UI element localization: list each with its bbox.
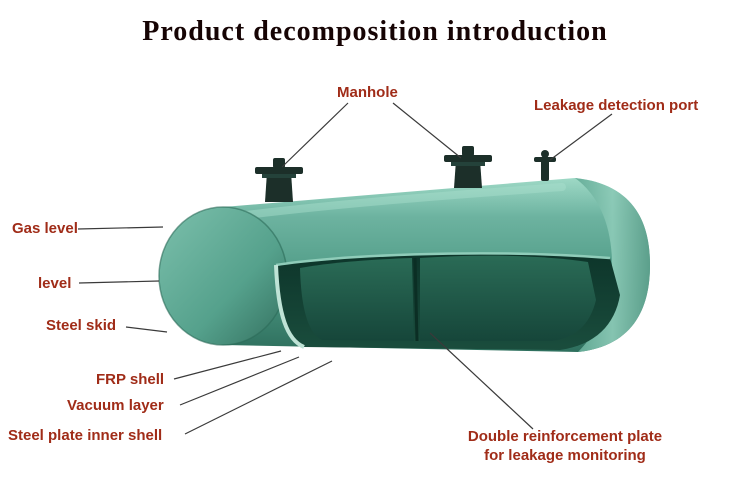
label-steel-plate-inner-shell: Steel plate inner shell [8, 427, 163, 444]
frp-shell-cut-edge [274, 264, 305, 349]
manhole-nozzle-right [444, 146, 492, 188]
leader-vacuum-layer [179, 356, 300, 406]
inner-shell-panel [420, 255, 596, 341]
label-frp-shell: FRP shell [96, 371, 165, 388]
inner-shell-divider [413, 257, 419, 342]
leader-gas-level [77, 226, 164, 230]
label-gas-level: Gas level [12, 220, 78, 237]
label-manhole: Manhole [337, 84, 398, 101]
label-leakage-detection-port: Leakage detection port [534, 97, 699, 114]
label-steel-skid: Steel skid [46, 317, 117, 334]
inner-shell-panel [300, 258, 414, 341]
leader-manhole-right [392, 102, 462, 159]
tank-cutaway [274, 252, 620, 350]
tank-right-dome [575, 178, 650, 352]
leader-manhole-left [281, 102, 349, 168]
label-double-reinforcement-plate: Double reinforcement plate for leakage m… [467, 428, 663, 464]
manhole-nozzle-left [255, 158, 303, 202]
leader-frp-shell [173, 350, 282, 380]
leader-leakage-port [549, 113, 613, 161]
leader-level [78, 280, 160, 284]
leader-double-reinforcement [429, 332, 534, 430]
leader-lines [77, 102, 613, 435]
label-level: level [38, 275, 72, 292]
label-vacuum-layer: Vacuum layer [67, 397, 164, 414]
leakage-detection-port-fitting [534, 150, 556, 181]
vacuum-layer-edge [275, 252, 611, 267]
tank-left-cap [159, 207, 287, 345]
leader-steel-skid [125, 326, 168, 333]
leader-inner-shell [184, 360, 333, 435]
page-title: Product decomposition introduction [142, 16, 608, 47]
